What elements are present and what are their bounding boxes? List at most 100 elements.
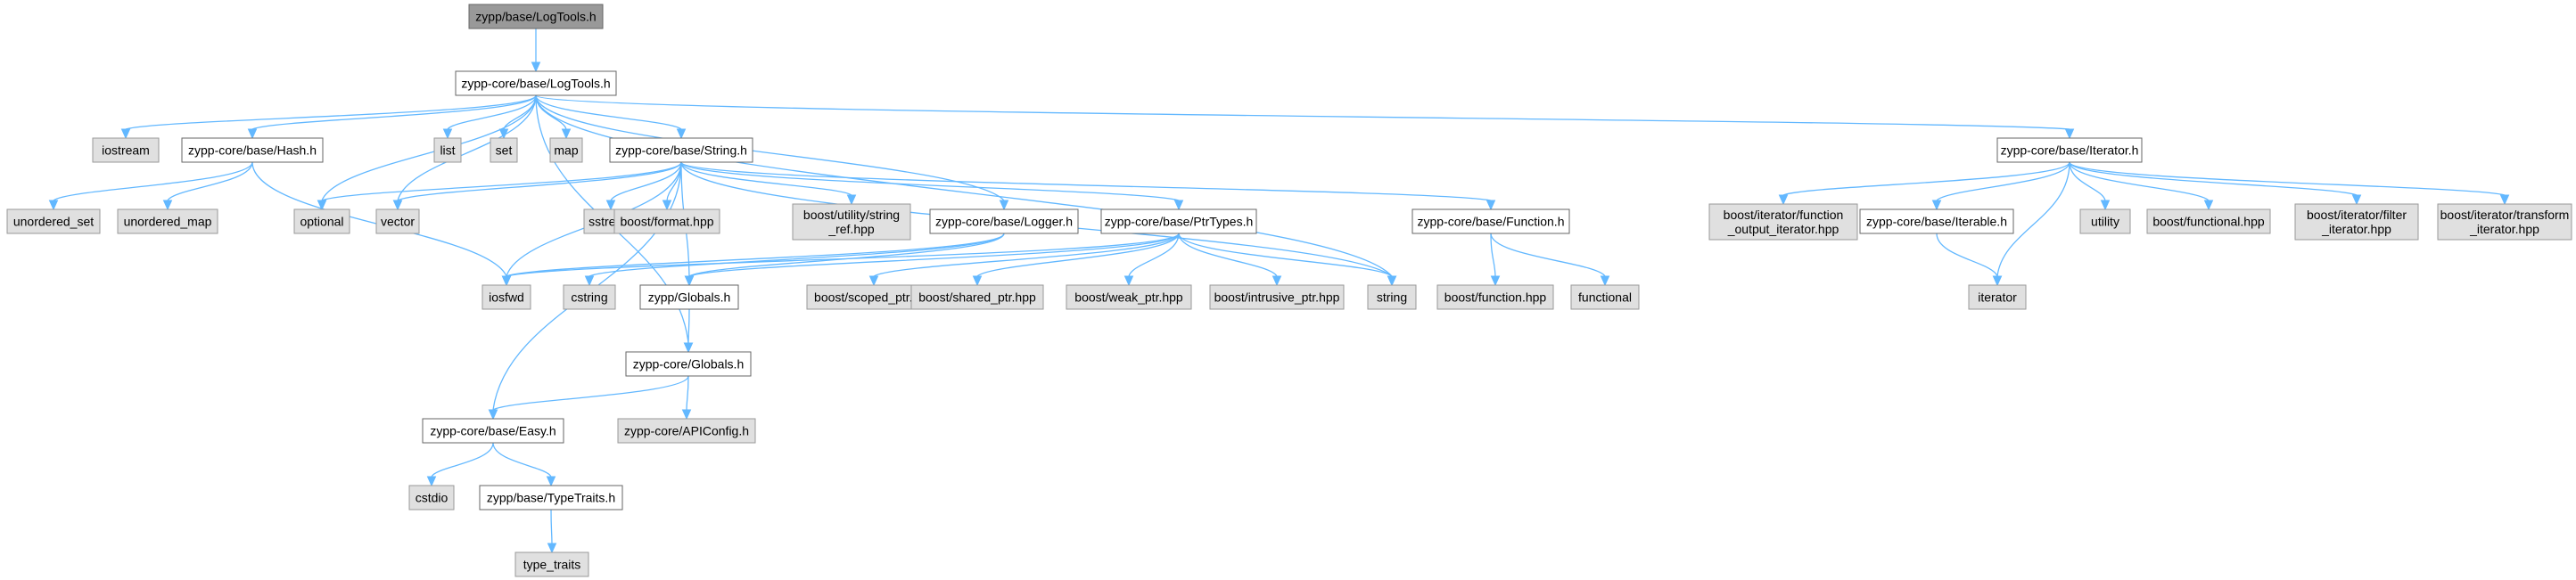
node-hash[interactable]: zypp-core/base/Hash.h: [181, 137, 324, 163]
node-label: zypp/Globals.h: [648, 290, 731, 305]
node-string-h[interactable]: zypp-core/base/String.h: [609, 137, 753, 163]
node-function-h[interactable]: zypp-core/base/Function.h: [1411, 208, 1570, 234]
edge-arrowhead-globals_core-to-easy: [488, 409, 498, 421]
node-label: cstdio: [416, 491, 449, 505]
node-list: list: [433, 137, 462, 163]
node-label: zypp-core/base/Hash.h: [188, 143, 317, 158]
node-globals[interactable]: zypp/Globals.h: [639, 284, 739, 310]
node-label: _iterator.hpp: [2469, 222, 2539, 236]
edge-arrowhead-string_h-to-sstream: [605, 200, 616, 211]
edge-arrowhead-logtools_core-to-list: [442, 128, 453, 140]
node-label: string: [1377, 290, 1407, 305]
edge-globals_core-to-apiconfig: [686, 375, 689, 411]
edge-logtools_core-to-logger: [535, 94, 1005, 201]
edge-logtools_core-to-string_h: [535, 94, 682, 130]
node-box: [1968, 284, 2027, 310]
node-logtools-current: zypp/base/LogTools.h: [468, 4, 604, 29]
edge-string_h-to-vector: [397, 161, 682, 201]
edge-arrowhead-string_h-to-optional: [317, 200, 327, 211]
edge-ptrtypes-to-boost_shared: [976, 233, 1180, 277]
node-boost-shared: boost/shared_ptr.hpp: [910, 284, 1044, 310]
node-box: [481, 284, 531, 310]
node-box: [1209, 284, 1345, 310]
node-box: [490, 137, 518, 163]
node-box: [2437, 203, 2572, 241]
node-box: [1411, 208, 1570, 234]
edge-function_h-to-boost_function: [1490, 233, 1496, 277]
node-label: zypp-core/base/Logger.h: [935, 215, 1073, 229]
node-box: [1708, 203, 1858, 241]
edge-arrowhead-logtools_current-to-logtools_core: [531, 61, 541, 73]
node-label: zypp-core/base/LogTools.h: [461, 77, 610, 91]
edge-arrowhead-logtools_core-to-iterator_h: [2064, 128, 2075, 140]
edge-logtools_core-to-iostream: [125, 94, 537, 130]
node-label: zypp-core/base/String.h: [615, 143, 747, 158]
node-unordered-map: unordered_map: [117, 208, 218, 234]
edge-arrowhead-logger-to-cstring: [584, 275, 595, 287]
node-globals-core[interactable]: zypp-core/Globals.h: [625, 351, 752, 377]
edge-easy-to-cstdio: [431, 442, 494, 478]
edge-arrowhead-function_h-to-functional: [1600, 275, 1610, 287]
node-iterator-std: iterator: [1968, 284, 2027, 310]
node-label: zypp-core/APIConfig.h: [624, 424, 749, 438]
edge-typetraits-to-type_traits: [550, 509, 553, 544]
node-label: functional: [1578, 290, 1632, 305]
node-iostream: iostream: [92, 137, 160, 163]
node-label: _output_iterator.hpp: [1727, 222, 1839, 236]
node-iosfwd: iosfwd: [481, 284, 531, 310]
nodes-layer: zypp/base/LogTools.h zypp-core/base/LogTo…: [6, 4, 2572, 577]
edge-function_h-to-functional: [1490, 233, 1606, 277]
node-easy[interactable]: zypp-core/base/Easy.h: [422, 418, 564, 444]
node-boost-scoped: boost/scoped_ptr.hpp: [806, 284, 942, 310]
edge-arrowhead-hash-to-unordered_map: [162, 200, 173, 211]
node-label: boost/iterator/transform: [2440, 208, 2570, 222]
edge-string_h-to-sstream: [610, 161, 682, 201]
node-box: [422, 418, 564, 444]
edge-arrowhead-iterator_h-to-boost_filter: [2351, 194, 2362, 206]
node-box: [479, 485, 623, 511]
node-ptrtypes[interactable]: zypp-core/base/PtrTypes.h: [1100, 208, 1257, 234]
edge-arrowhead-globals_core-to-apiconfig: [681, 409, 692, 421]
node-box: [929, 208, 1079, 234]
node-label: boost/intrusive_ptr.hpp: [1214, 290, 1340, 305]
edge-logtools_core-to-map: [535, 94, 567, 130]
edge-iterator_h-to-boost_filter: [2069, 161, 2358, 196]
node-functional: functional: [1570, 284, 1640, 310]
edge-arrowhead-ptrtypes-to-boost_intrusive: [1272, 275, 1282, 287]
edge-iterator_h-to-boost_transform: [2069, 161, 2506, 196]
node-label: boost/functional.hpp: [2152, 215, 2265, 229]
node-logtools-core[interactable]: zypp-core/base/LogTools.h: [455, 70, 617, 96]
node-label: zypp/base/TypeTraits.h: [487, 491, 615, 505]
edge-arrowhead-hash-to-unordered_set: [48, 200, 59, 211]
edge-arrowhead-ptrtypes-to-boost_weak: [1123, 275, 1134, 287]
node-box: [514, 551, 589, 577]
node-box: [375, 208, 420, 234]
edge-arrowhead-iterator_h-to-boost_transform: [2499, 194, 2510, 206]
node-apiconfig: zypp-core/APIConfig.h: [617, 418, 756, 444]
node-iterator-h[interactable]: zypp-core/base/Iterator.h: [1996, 137, 2143, 163]
edge-arrowhead-string_h-to-function_h: [1486, 200, 1496, 211]
edge-iterator_h-to-boost_func_out: [1782, 161, 2070, 196]
edge-arrowhead-ptrtypes-to-string_std: [1387, 275, 1397, 287]
node-box: [2146, 208, 2271, 234]
edge-iterator_h-to-iterator_std: [1996, 161, 2070, 277]
node-iterable[interactable]: zypp-core/base/Iterable.h: [1859, 208, 2014, 234]
node-box: [6, 208, 101, 234]
edge-arrowhead-iterator_h-to-utility: [2100, 200, 2111, 211]
node-label: set: [496, 143, 513, 158]
node-logger[interactable]: zypp-core/base/Logger.h: [929, 208, 1079, 234]
node-label: list: [440, 143, 455, 158]
node-boost-intrusive: boost/intrusive_ptr.hpp: [1209, 284, 1345, 310]
node-cstdio: cstdio: [408, 485, 455, 511]
edge-iterable-to-iterator_std: [1936, 233, 1998, 277]
node-label: zypp-core/base/Iterable.h: [1866, 215, 2007, 229]
edge-ptrtypes-to-string_std: [1178, 233, 1393, 277]
node-typetraits[interactable]: zypp/base/TypeTraits.h: [479, 485, 623, 511]
edge-arrowhead-string_h-to-boost_format: [662, 200, 672, 211]
edge-easy-to-typetraits: [492, 442, 552, 478]
node-box: [1100, 208, 1257, 234]
edge-arrowhead-string_h-to-vector: [392, 200, 403, 211]
node-box: [1859, 208, 2014, 234]
node-label: boost/function.hpp: [1444, 290, 1547, 305]
